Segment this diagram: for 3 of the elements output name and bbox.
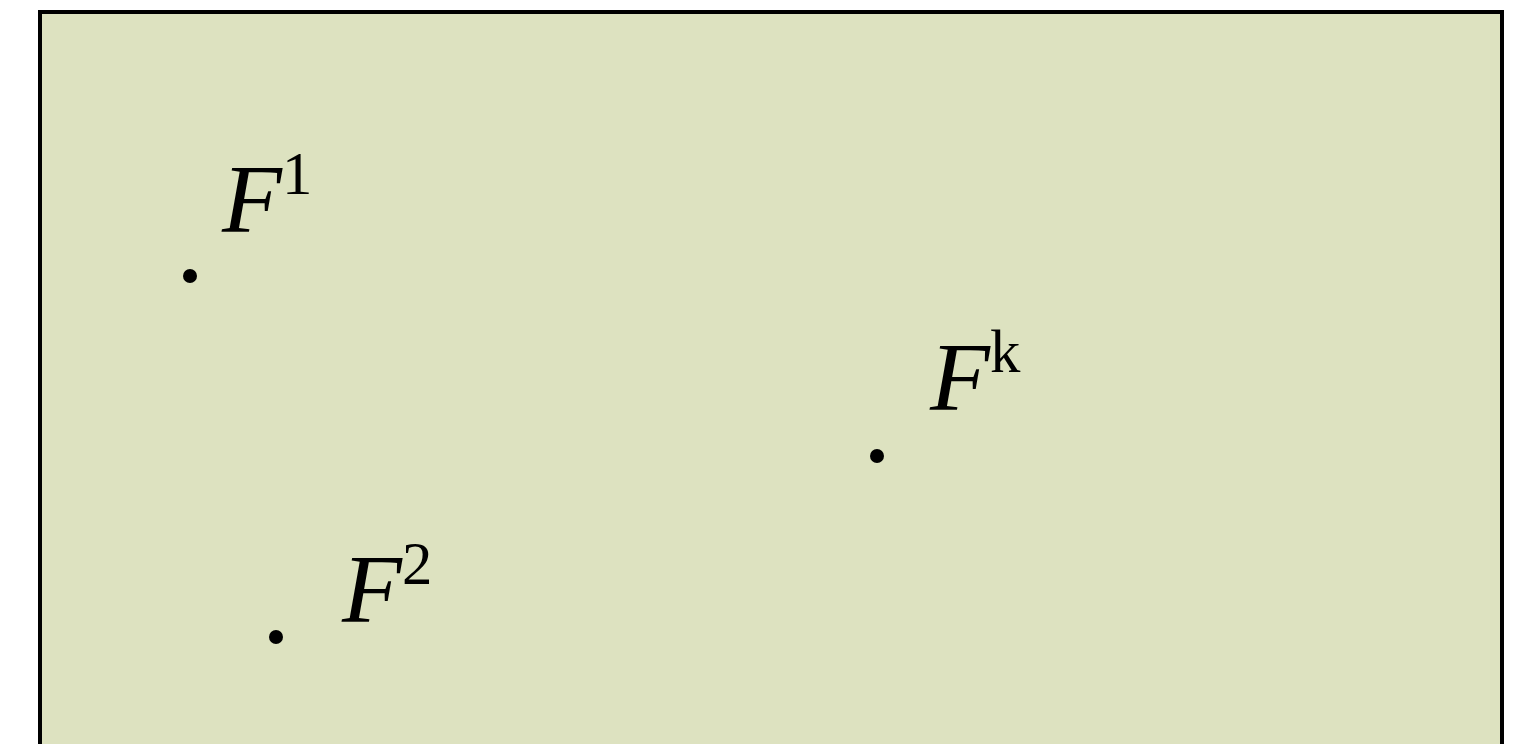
point-label: F$^{k}$ (930, 322, 1021, 426)
point-label: F$^{1}$ (222, 144, 313, 248)
point-label: F$^{2}$ (342, 534, 433, 638)
